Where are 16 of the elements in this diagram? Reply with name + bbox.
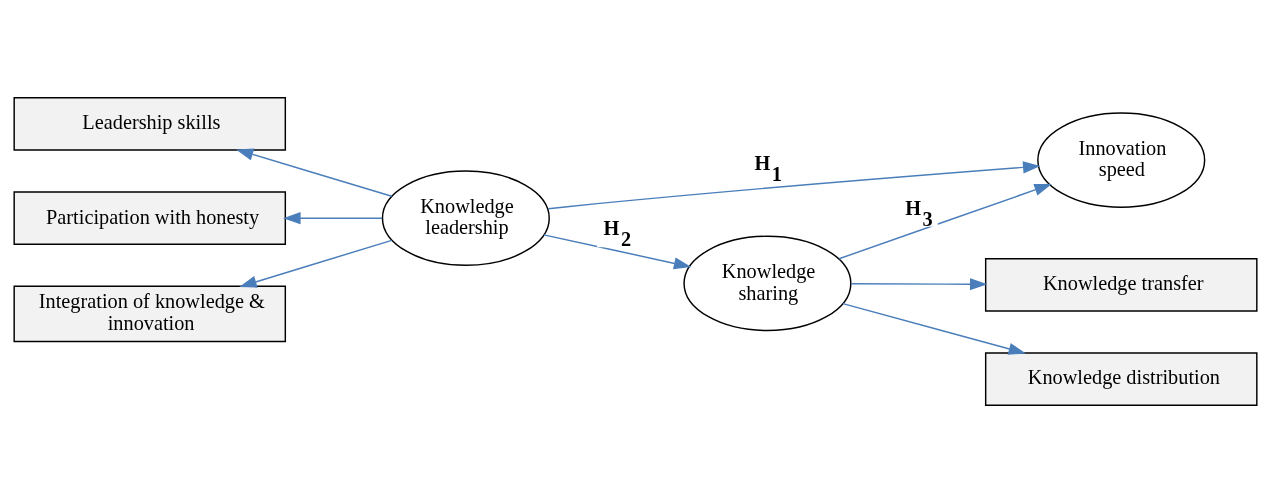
arrow [235,148,393,197]
arrow [283,212,383,225]
arrow [838,184,1052,260]
node-box: Knowledge transfer [984,258,1258,312]
node-box: Leadership skills [13,97,287,151]
arrow [239,239,393,288]
arrow [543,234,692,270]
node-ellipse: Knowledge sharing [683,235,852,332]
arrow [850,278,988,291]
node-ellipse: Innovation speed [1037,112,1206,208]
arrow [547,161,1041,210]
arrow [842,302,1026,355]
node-box: Knowledge distribution [984,352,1258,406]
node-box: Participation with honesty [13,191,287,245]
node-box: Integration of knowledge & innovation [13,285,287,343]
node-ellipse: Knowledge leadership [381,170,550,266]
